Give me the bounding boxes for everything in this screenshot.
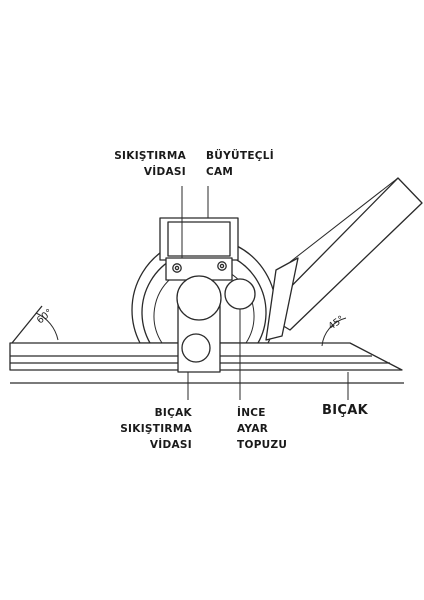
clamp-screw-right bbox=[217, 261, 227, 271]
label-magnifier: BÜYÜTEÇLİ CAM bbox=[206, 148, 274, 178]
arm-mount bbox=[265, 257, 299, 341]
angle-right-label: 45° bbox=[326, 314, 346, 333]
angle-arc-right bbox=[321, 317, 347, 347]
label-fine-adjust-line2: AYAR bbox=[237, 423, 268, 435]
label-fine-adjust: İNCE AYAR TOPUZU bbox=[237, 405, 287, 451]
leader-lines bbox=[181, 186, 349, 400]
angled-arm bbox=[263, 177, 423, 331]
label-clamp-screw-line1: SIKIŞTIRMA bbox=[114, 150, 186, 162]
left-blade-edge bbox=[11, 305, 43, 344]
fine-adjust-knob bbox=[224, 278, 256, 310]
magnifier-housing bbox=[159, 217, 239, 261]
label-magnifier-line2: CAM bbox=[206, 166, 233, 178]
label-fine-adjust-line1: İNCE bbox=[237, 405, 266, 419]
center-hub bbox=[176, 275, 222, 321]
blade-clamp-screw bbox=[181, 333, 211, 363]
angle-arc-left bbox=[35, 312, 59, 341]
label-clamp-screw-line2: VİDASI bbox=[144, 164, 186, 178]
label-blade-clamp-screw-line3: VİDASI bbox=[150, 437, 192, 451]
label-blade-clamp-screw-line2: SIKIŞTIRMA bbox=[120, 423, 192, 435]
clamp-screw-left bbox=[172, 263, 182, 273]
angle-left-label: 60° bbox=[35, 307, 55, 326]
label-blade: BIÇAK bbox=[322, 403, 369, 418]
blade-clamp-body bbox=[176, 275, 222, 373]
label-blade-clamp-screw: BIÇAK SIKIŞTIRMA VİDASI bbox=[120, 407, 192, 451]
label-blade-clamp-screw-line1: BIÇAK bbox=[155, 407, 193, 419]
label-magnifier-line1: BÜYÜTEÇLİ bbox=[206, 148, 274, 162]
label-clamp-screw: SIKIŞTIRMA VİDASI bbox=[114, 150, 186, 178]
label-fine-adjust-line3: TOPUZU bbox=[237, 439, 287, 451]
